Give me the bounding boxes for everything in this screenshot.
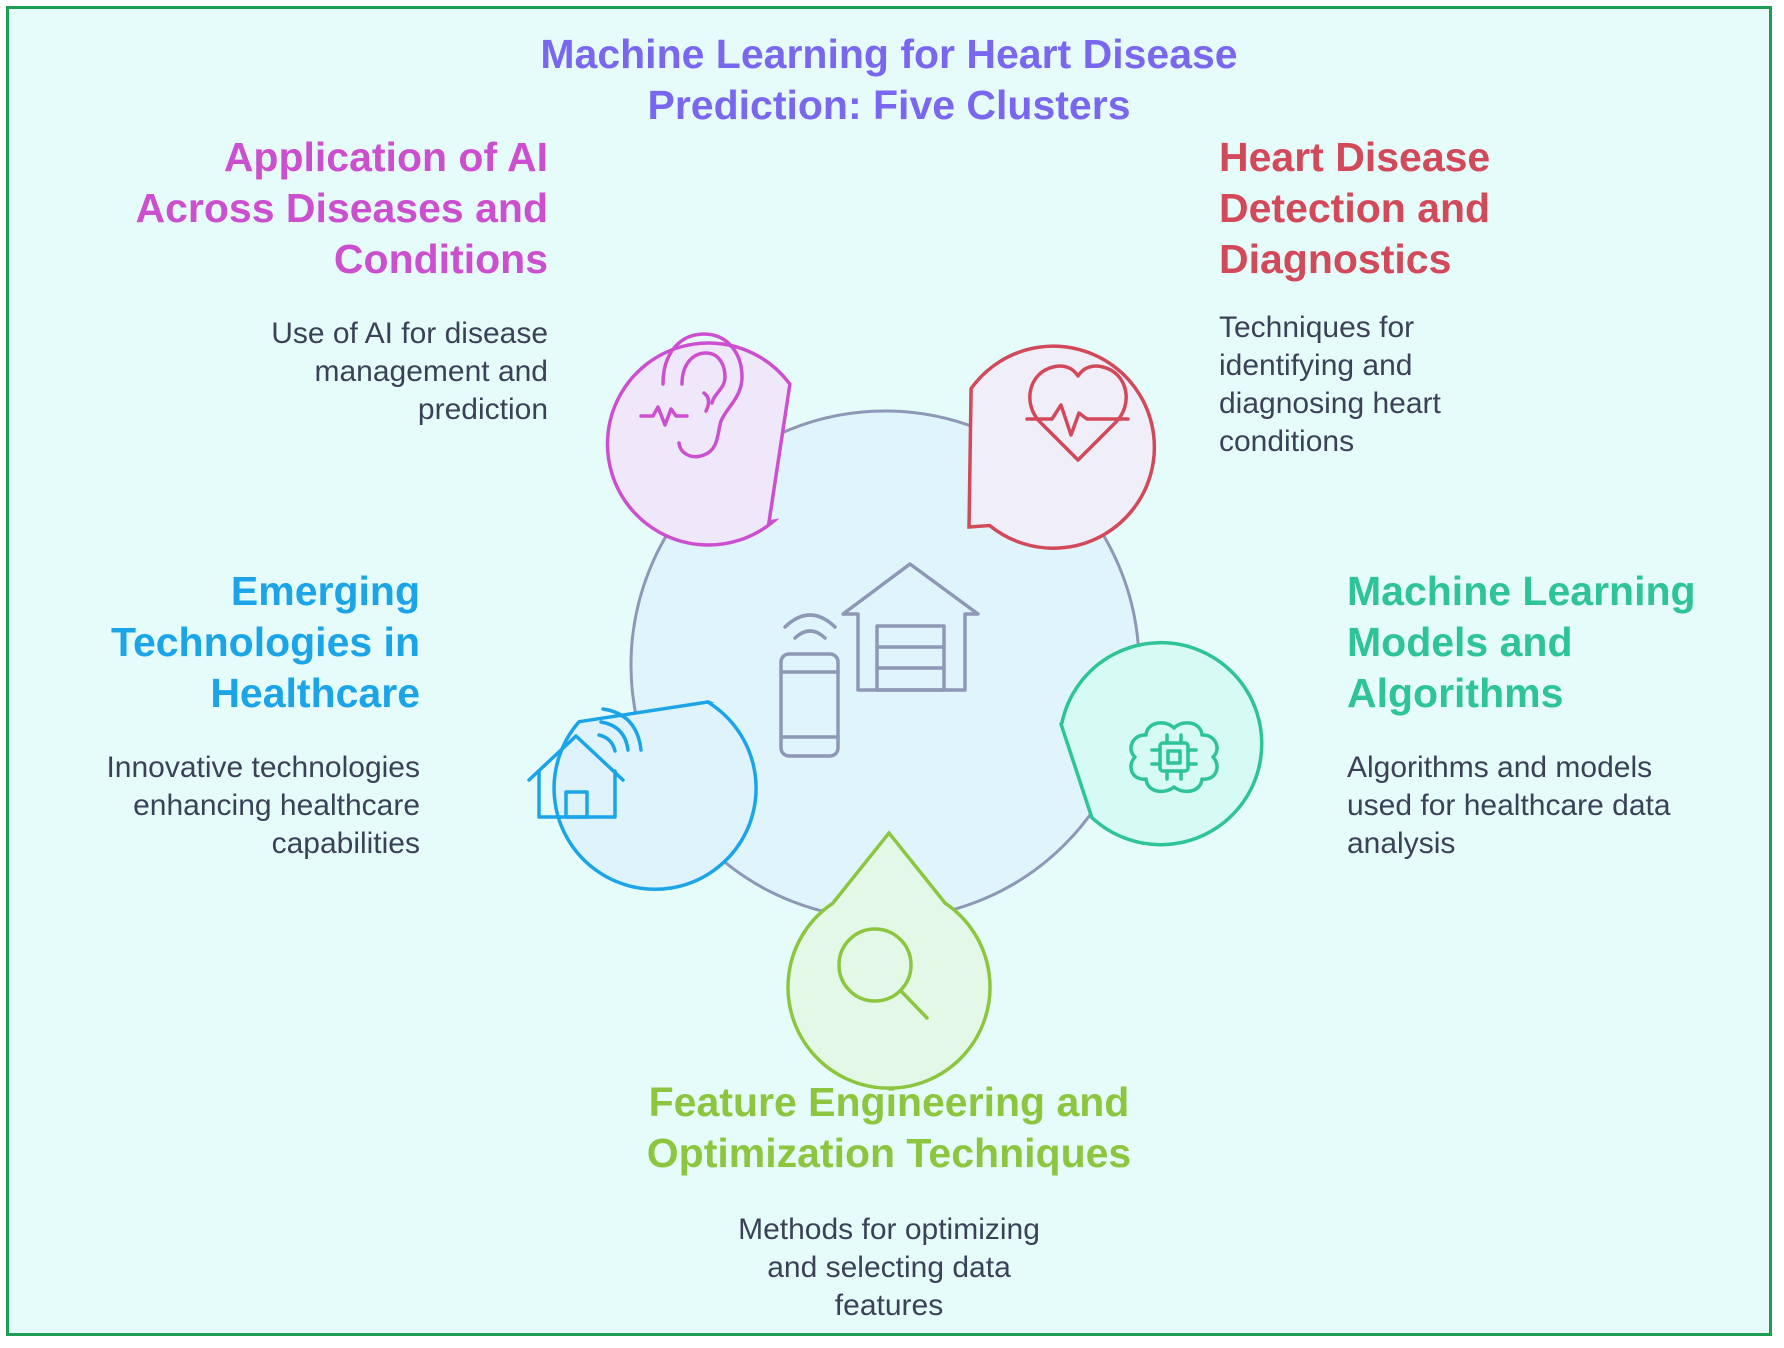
cluster-description-ml-models: Algorithms and models used for healthcar… <box>1347 751 1671 860</box>
heartbeat-icon <box>1025 364 1130 462</box>
diagram-frame: Machine Learning for Heart Disease Predi… <box>6 6 1772 1336</box>
ear-icon <box>639 332 744 459</box>
cluster-pin-feature-eng <box>786 830 992 1090</box>
smart-home-icon <box>527 707 643 819</box>
cluster-title-emerging-tech: Emerging Technologies in Healthcare <box>110 568 420 716</box>
cluster-description-heart-detection: Techniques for identifying and diagnosin… <box>1219 311 1441 458</box>
cluster-title-heart-detection: Heart Disease Detection and Diagnostics <box>1219 134 1491 282</box>
brain-chip-icon <box>1129 721 1219 794</box>
cluster-description-ai-diseases: Use of AI for disease management and pre… <box>271 317 548 426</box>
cluster-pin-ai-diseases <box>605 341 792 547</box>
cluster-description-feature-eng: Methods for optimizing and selecting dat… <box>738 1213 1040 1322</box>
cluster-description-emerging-tech: Innovative technologies enhancing health… <box>106 751 420 860</box>
page-title: Machine Learning for Heart Disease Predi… <box>540 31 1238 128</box>
cluster-pin-emerging-tech <box>552 699 758 892</box>
magnifier-icon <box>837 927 929 1020</box>
cluster-title-ml-models: Machine Learning Models and Algorithms <box>1347 568 1696 716</box>
cluster-pin-heart-detection <box>967 344 1157 550</box>
cluster-title-feature-eng: Feature Engineering and Optimization Tec… <box>646 1079 1132 1176</box>
smart-home-garage-icon <box>779 562 980 758</box>
cluster-title-ai-diseases: Application of AI Across Diseases and Co… <box>135 134 548 282</box>
cluster-diagram <box>527 332 1264 1090</box>
